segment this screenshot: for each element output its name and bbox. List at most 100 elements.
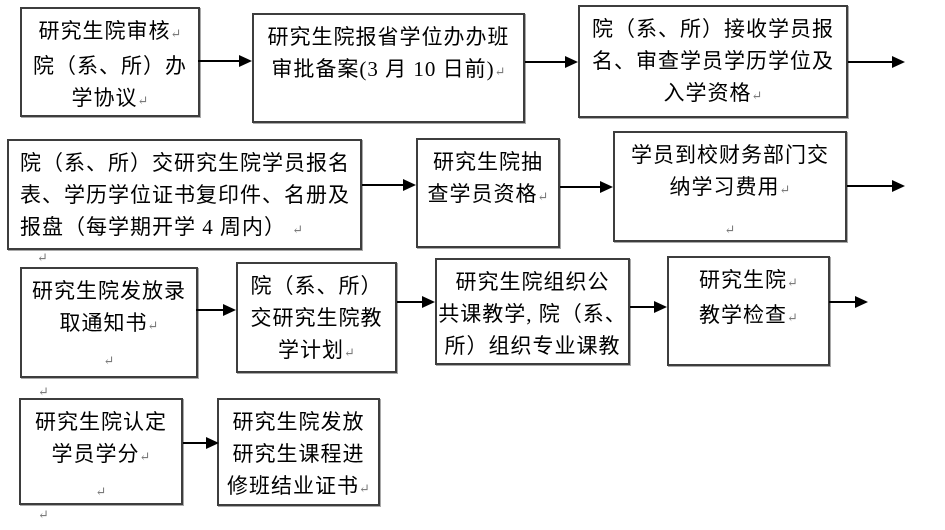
flow-arrow-right — [829, 295, 868, 309]
arrow-head-icon — [892, 180, 905, 192]
box-text-line: ↵ — [22, 342, 196, 377]
box-text-line: 纳学习费用↵ — [669, 175, 791, 199]
flow-step-pay-fees: 学员到校财务部门交 纳学习费用↵ ↵ — [613, 131, 847, 242]
return-mark-icon: ↵ — [751, 88, 763, 103]
arrow-shaft — [196, 309, 227, 311]
flow-step-spot-check: 研究生院抽 查学员资格↵ — [416, 138, 560, 248]
flow-arrow-right — [183, 436, 219, 450]
flow-step-report-approval: 研究生院报省学位办办班 审批备案(3 月 10 日前)↵ — [252, 13, 525, 123]
box-text-line: 院（系、所）接收学员报 — [592, 17, 834, 41]
arrow-head-icon — [855, 296, 868, 308]
arrow-head-icon — [600, 181, 613, 193]
return-mark-icon: ↵ — [38, 508, 49, 521]
box-text-line: ↵ — [21, 473, 181, 508]
arrow-shaft — [397, 301, 426, 303]
flow-step-issue-certificate: 研究生院发放 研究生课程进 修班结业证书↵ — [217, 398, 380, 506]
box-text-line: 研究生院发放 — [232, 410, 365, 434]
box-text-line: 研究生院↵ — [699, 268, 798, 292]
return-mark-icon: ↵ — [38, 507, 49, 522]
arrow-shaft — [560, 186, 604, 188]
box-text-line: 审批备案(3 月 10 日前)↵ — [271, 57, 506, 81]
return-mark-icon: ↵ — [359, 481, 370, 496]
arrow-shaft — [847, 185, 896, 187]
return-mark-icon: ↵ — [37, 250, 48, 265]
box-text-line: ↵ — [615, 211, 845, 246]
return-mark-icon: ↵ — [103, 353, 115, 368]
return-mark-icon: ↵ — [147, 318, 159, 333]
arrow-head-icon — [654, 301, 667, 313]
return-mark-icon: ↵ — [139, 449, 151, 464]
return-mark-icon: ↵ — [38, 385, 49, 398]
box-text-line: 取通知书↵ — [59, 311, 159, 335]
box-text-line: 交研究生院教 — [250, 306, 383, 330]
box-text-line: 查学员资格↵ — [427, 182, 549, 206]
flow-step-credit-recognition: 研究生院认定 学员学分↵ ↵ — [19, 398, 183, 505]
flow-arrow-right — [198, 54, 252, 68]
flow-arrow-right — [397, 295, 435, 309]
flow-step-audit-agreement: 研究生院审核↵ 院（系、所）办 学协议↵ — [20, 7, 200, 117]
box-text-line: 学员到校财务部门交 — [631, 143, 829, 167]
flow-arrow-right — [525, 55, 578, 69]
arrow-shaft — [183, 442, 210, 444]
box-text-line: 研究生院审核↵ — [38, 19, 182, 43]
arrow-shaft — [362, 184, 407, 186]
flow-step-accept-registration: 院（系、所）接收学员报 名、审查学员学历学位及 入学资格↵ — [578, 5, 848, 118]
flow-step-organize-teaching: 研究生院组织公 共课教学, 院（系、 所）组织专业课教 — [435, 258, 630, 365]
box-text-line: 研究生院抽 — [433, 150, 543, 174]
return-mark-icon: ↵ — [37, 251, 48, 264]
arrow-shaft — [198, 60, 243, 62]
arrow-head-icon — [565, 56, 578, 68]
box-text-line: 修班结业证书↵ — [227, 474, 370, 498]
flow-arrow-right — [630, 300, 667, 314]
return-mark-icon: ↵ — [170, 26, 182, 41]
return-mark-icon: ↵ — [787, 310, 798, 325]
box-text-line: 共课教学, 院（系、 — [438, 302, 627, 326]
return-mark-icon: ↵ — [95, 484, 107, 499]
box-text-line: 研究生院报省学位办办班 — [267, 25, 510, 49]
return-mark-icon: ↵ — [537, 189, 549, 204]
box-text-line: 研究生院认定 — [35, 410, 167, 434]
box-text-line: 所）组织专业课教 — [444, 334, 621, 358]
arrow-shaft — [525, 61, 569, 63]
flow-arrow-right — [848, 55, 905, 69]
arrow-head-icon — [892, 56, 905, 68]
box-text-line: 学协议↵ — [71, 86, 149, 110]
box-text-line: 名、审查学员学历学位及 — [592, 49, 834, 73]
return-mark-icon: ↵ — [137, 93, 149, 108]
flow-arrow-right — [560, 180, 613, 194]
flow-arrow-right — [362, 178, 416, 192]
box-text-line: 表、学历学位证书复印件、名册及 — [20, 183, 350, 207]
return-mark-icon: ↵ — [292, 222, 304, 237]
flow-step-teaching-inspection: 研究生院↵ 教学检查↵ — [667, 256, 830, 366]
box-text-line: 入学资格↵ — [663, 81, 763, 105]
flow-arrow-right — [847, 179, 905, 193]
box-text-line: 研究生院发放录 — [32, 279, 186, 303]
arrow-head-icon — [403, 179, 416, 191]
flow-step-teaching-plan: 院（系、所） 交研究生院教 学计划↵ — [236, 262, 397, 373]
box-text-line: 院（系、所）交研究生院学员报名 — [20, 151, 350, 175]
box-text-line: 院（系、所）办 — [33, 54, 187, 78]
arrow-head-icon — [422, 296, 435, 308]
return-mark-icon: ↵ — [494, 64, 506, 79]
arrow-shaft — [848, 61, 896, 63]
box-text-line: 教学检查↵ — [699, 303, 798, 327]
return-mark-icon: ↵ — [779, 182, 791, 197]
box-text-line: 报盘（每学期开学 4 周内） ↵ — [20, 215, 304, 239]
arrow-shaft — [630, 306, 658, 308]
arrow-head-icon — [206, 437, 219, 449]
box-text-line: 学计划↵ — [278, 338, 355, 362]
box-text-line: 研究生院组织公 — [455, 270, 610, 294]
box-text-line: 院（系、所） — [250, 274, 383, 298]
flow-arrow-right — [196, 303, 236, 317]
arrow-head-icon — [223, 304, 236, 316]
flow-step-submit-materials: 院（系、所）交研究生院学员报名 表、学历学位证书复印件、名册及 报盘（每学期开学… — [7, 139, 362, 250]
arrow-shaft — [829, 301, 859, 303]
box-text-line: 学员学分↵ — [51, 442, 151, 466]
return-mark-icon: ↵ — [724, 222, 736, 237]
flow-step-admission-notice: 研究生院发放录 取通知书↵ ↵ — [20, 267, 198, 378]
return-mark-icon: ↵ — [787, 275, 798, 290]
return-mark-icon: ↵ — [344, 345, 355, 360]
arrow-head-icon — [239, 55, 252, 67]
box-text-line: 研究生课程进 — [232, 442, 365, 466]
